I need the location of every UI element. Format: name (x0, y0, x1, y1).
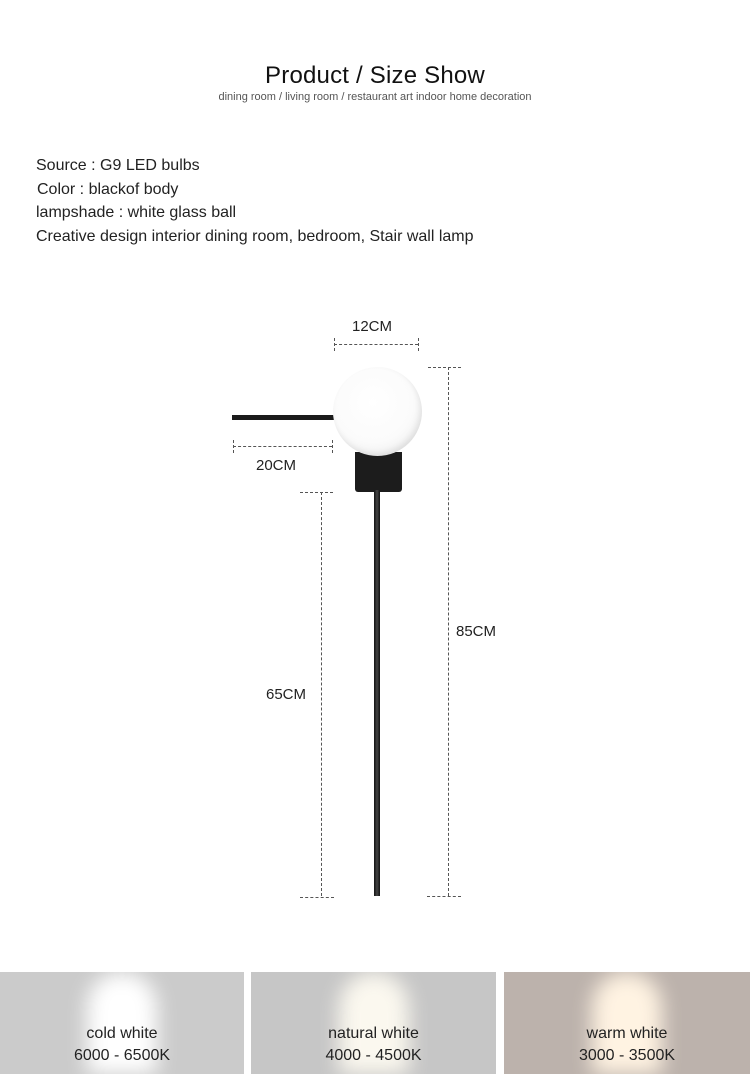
dim-tick (427, 896, 461, 897)
lamp-pole (374, 490, 380, 896)
dim-tick (300, 492, 333, 493)
lamp-globe (333, 367, 422, 456)
light-option-name: warm white (586, 1025, 668, 1042)
dim-arm-length-label: 20CM (256, 457, 297, 474)
light-option-range: 4000 - 4500K (325, 1047, 422, 1064)
light-beam-icon (87, 972, 157, 1074)
light-option-cold-white: cold white 6000 - 6500K (0, 972, 244, 1074)
spec-source: Source : G9 LED bulbs (36, 157, 200, 174)
light-beam-icon (592, 972, 662, 1074)
dim-total-height-line (448, 367, 449, 896)
page-subtitle: dining room / living room / restaurant a… (218, 91, 532, 103)
light-option-name: cold white (86, 1025, 158, 1042)
spec-color: Color : blackof body (37, 180, 179, 198)
dim-tick (418, 338, 419, 351)
dim-arm-length-line (233, 446, 332, 447)
dim-tick (332, 440, 333, 453)
spec-design: Creative design interior dining room, be… (36, 227, 474, 245)
dim-tick (300, 897, 334, 898)
dim-tick (334, 338, 335, 351)
lamp-bracket (355, 452, 402, 492)
dim-total-height-label: 85CM (456, 623, 497, 640)
dim-pole-length-label: 65CM (266, 686, 307, 703)
dim-globe-width-line (334, 344, 418, 345)
light-option-warm-white: warm white 3000 - 3500K (504, 972, 750, 1074)
page-title: Product / Size Show (265, 62, 485, 89)
dim-tick (233, 440, 234, 453)
dim-globe-width-label: 12CM (352, 318, 393, 335)
light-beam-icon (338, 972, 409, 1074)
light-option-range: 3000 - 3500K (578, 1047, 676, 1064)
spec-lampshade: lampshade : white glass ball (36, 204, 237, 221)
light-option-range: 6000 - 6500K (73, 1047, 171, 1064)
spec-list: Source : G9 LED bulbs Color : blackof bo… (36, 154, 474, 248)
dim-pole-length-line (321, 492, 322, 896)
light-option-name: natural white (328, 1025, 419, 1042)
light-option-natural-white: natural white 4000 - 4500K (251, 972, 496, 1074)
dim-tick (428, 367, 461, 368)
lamp-arm (232, 415, 334, 420)
